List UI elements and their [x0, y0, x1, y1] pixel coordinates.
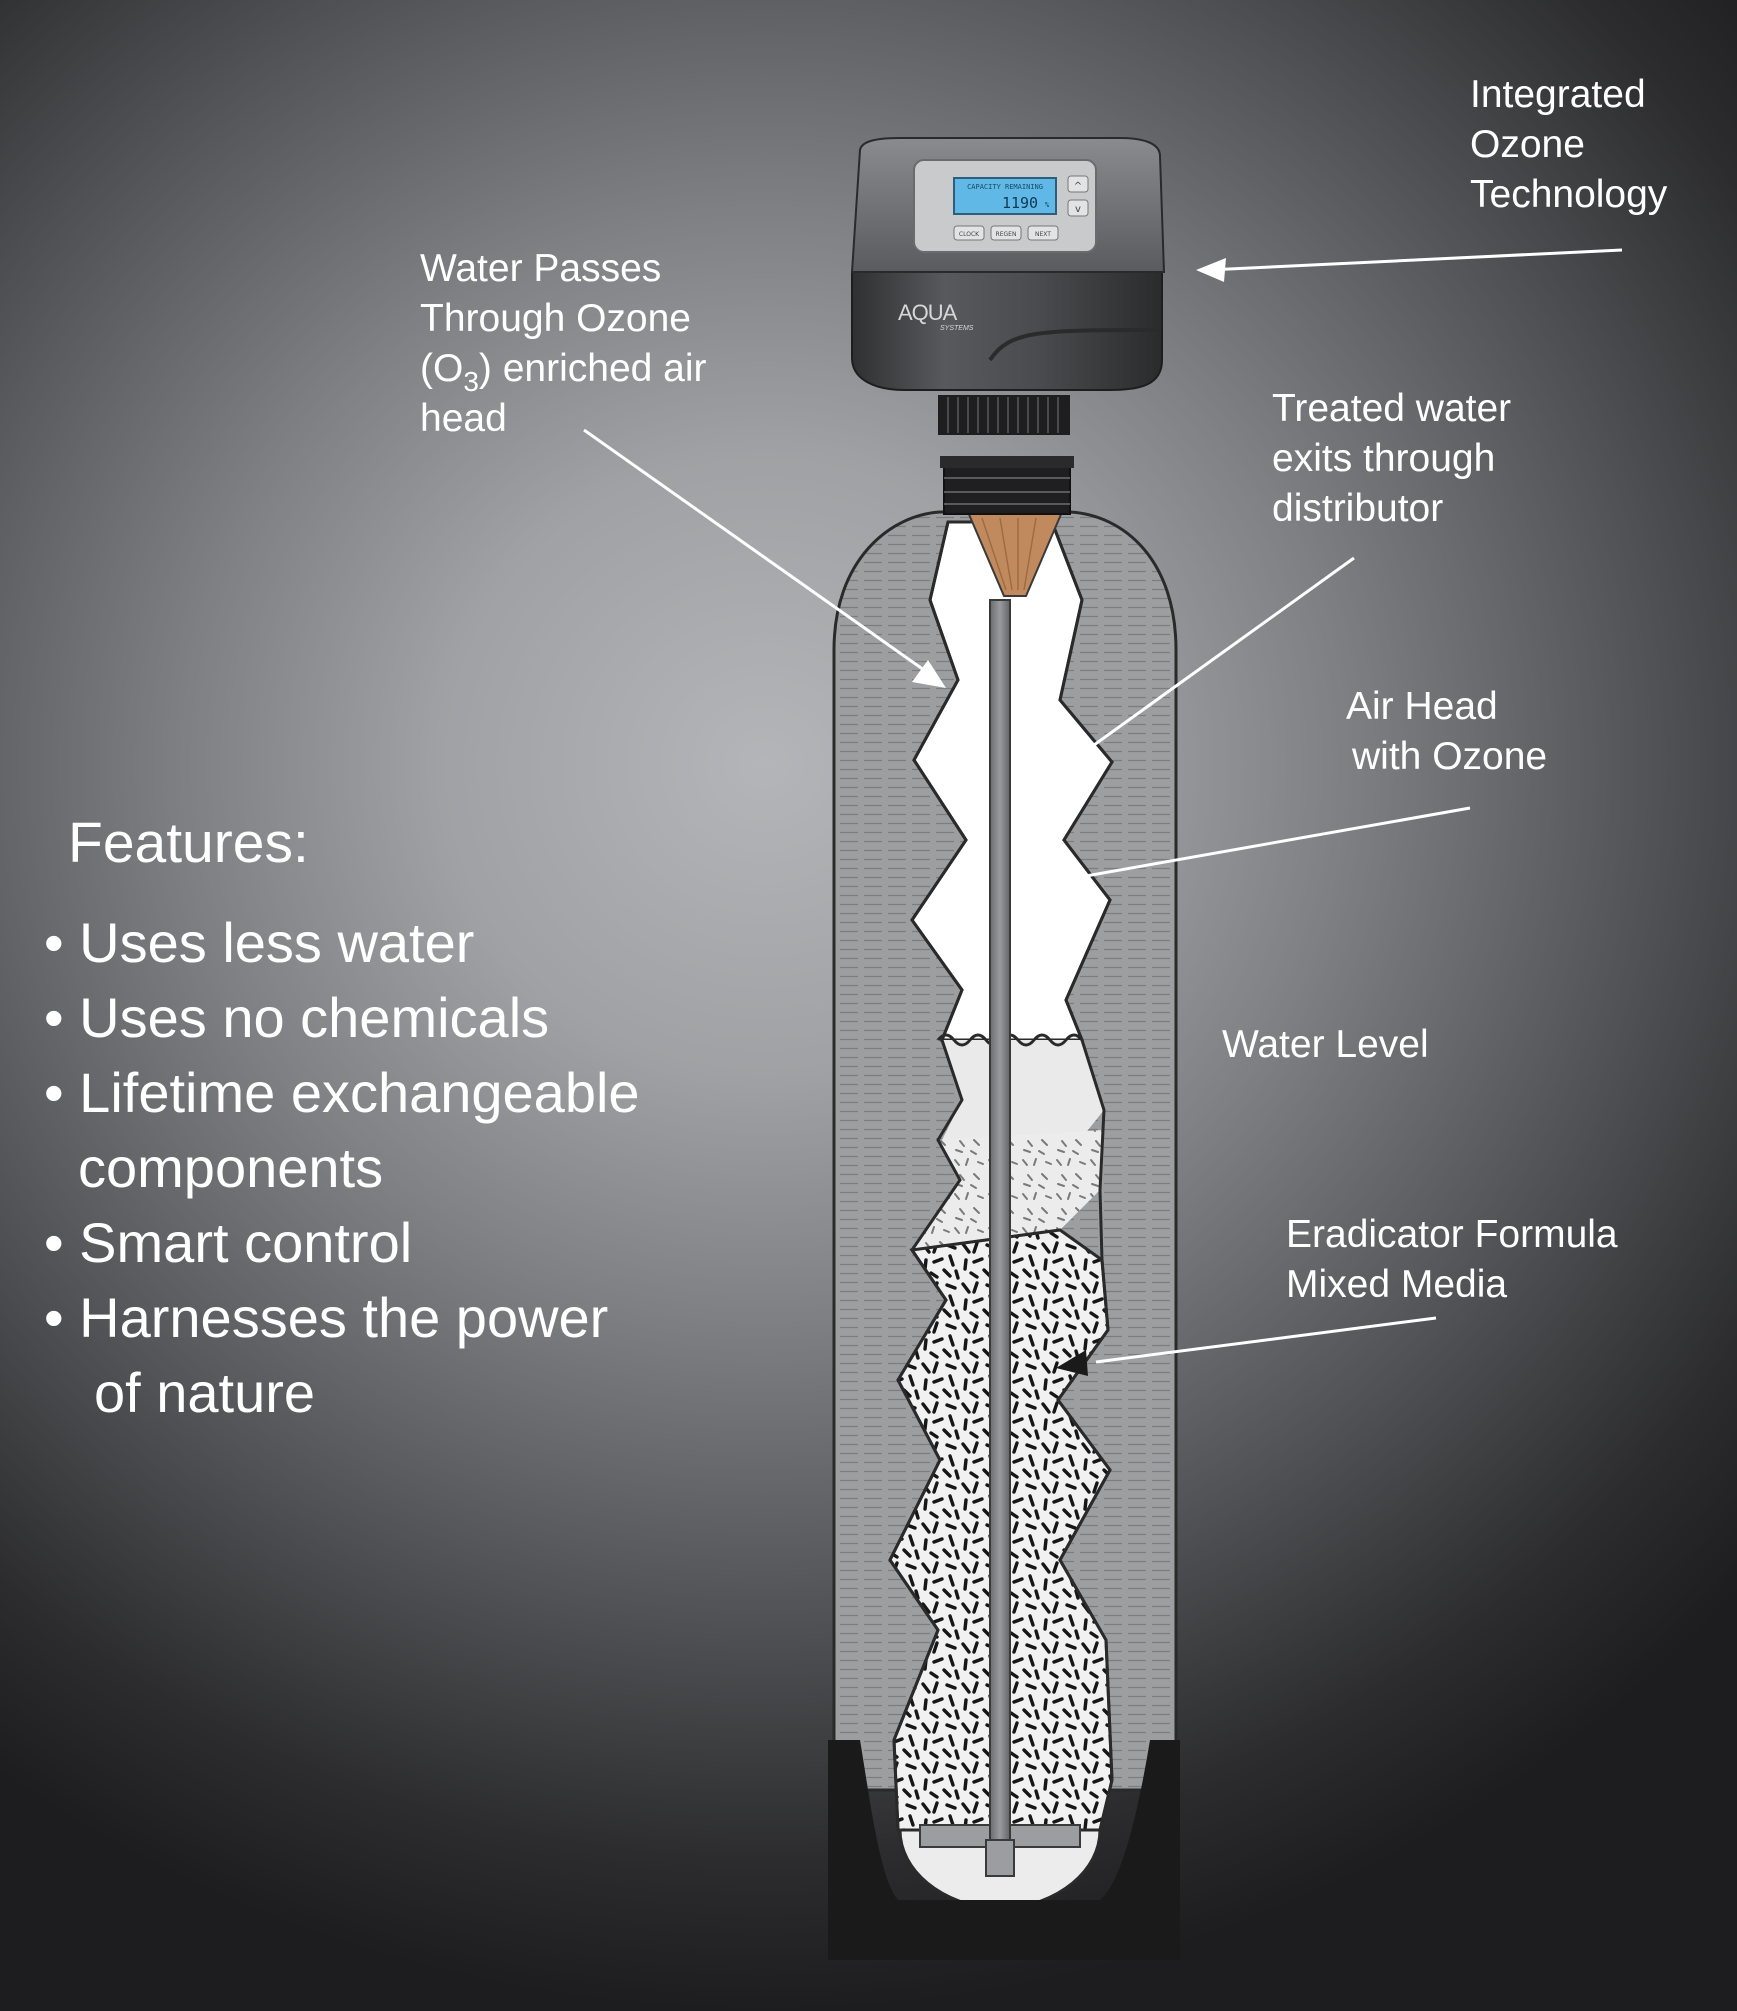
label-air-head: Air Head with Ozone	[1346, 685, 1548, 778]
svg-text:NEXT: NEXT	[1035, 231, 1051, 238]
tank-base	[828, 1740, 1180, 1960]
regen-button[interactable]: REGEN	[990, 225, 1022, 241]
lcd-unit: %	[1045, 201, 1050, 209]
arrow-head-icon	[1196, 258, 1226, 282]
svg-text:v: v	[1075, 204, 1081, 215]
label-treated-water: Treated water exits through distributor	[1272, 387, 1512, 530]
tank	[828, 456, 1180, 1960]
valve-lower-body	[851, 271, 1163, 391]
control-valve-head: CAPACITY REMAINING 1190 % ^ v CLOCK REGE…	[850, 137, 1166, 435]
features-title: Features:	[68, 811, 309, 875]
arrow-head-icon	[912, 660, 946, 688]
clock-button[interactable]: CLOCK	[953, 225, 985, 241]
leader-ozone-tech	[1207, 248, 1623, 272]
tank-cutaway-outline	[888, 521, 968, 1831]
brand-logo-sub: SYSTEMS	[940, 325, 974, 332]
feature-item-continued: of nature	[94, 1361, 316, 1424]
label-ozone-technology: Integrated Ozone Technology	[1470, 73, 1668, 216]
feature-item-continued: components	[78, 1136, 384, 1199]
riser-tube	[989, 599, 1011, 1841]
leader-media	[1095, 1316, 1437, 1364]
leader-lines	[583, 248, 1623, 1376]
feature-item: • Smart control	[44, 1211, 413, 1274]
features-list: • Uses less water • Uses no chemicals • …	[44, 905, 640, 1430]
arrow-head-icon	[1056, 1350, 1088, 1376]
next-button[interactable]: NEXT	[1027, 225, 1059, 241]
arrow-head-icon	[1040, 868, 1072, 892]
feature-item: • Lifetime exchangeable	[44, 1061, 640, 1124]
svg-text:CLOCK: CLOCK	[959, 231, 980, 238]
label-water-level: Water Level	[1222, 1023, 1429, 1066]
leader-water-passes	[583, 428, 925, 672]
up-button[interactable]: ^	[1067, 175, 1089, 193]
lcd-display	[953, 177, 1057, 215]
brand-logo: AQUA	[898, 300, 958, 325]
down-button[interactable]: v	[1067, 199, 1089, 217]
leader-air-head	[1051, 806, 1471, 884]
water-zone	[942, 1040, 1104, 1140]
lcd-label: CAPACITY REMAINING	[967, 183, 1043, 191]
label-water-passes: Water Passes Through Ozone (O3) enriched…	[420, 247, 707, 440]
svg-text:^: ^	[1074, 181, 1082, 192]
feature-item: • Harnesses the power	[44, 1286, 609, 1349]
lcd-value: 1190	[1002, 194, 1038, 212]
feature-item: • Uses no chemicals	[44, 986, 550, 1049]
label-media: Eradicator Formula Mixed Media	[1286, 1213, 1618, 1306]
svg-text:REGEN: REGEN	[996, 231, 1017, 238]
tank-neck	[943, 461, 1071, 515]
feature-item: • Uses less water	[44, 911, 475, 974]
leader-treated-water	[1011, 556, 1355, 806]
